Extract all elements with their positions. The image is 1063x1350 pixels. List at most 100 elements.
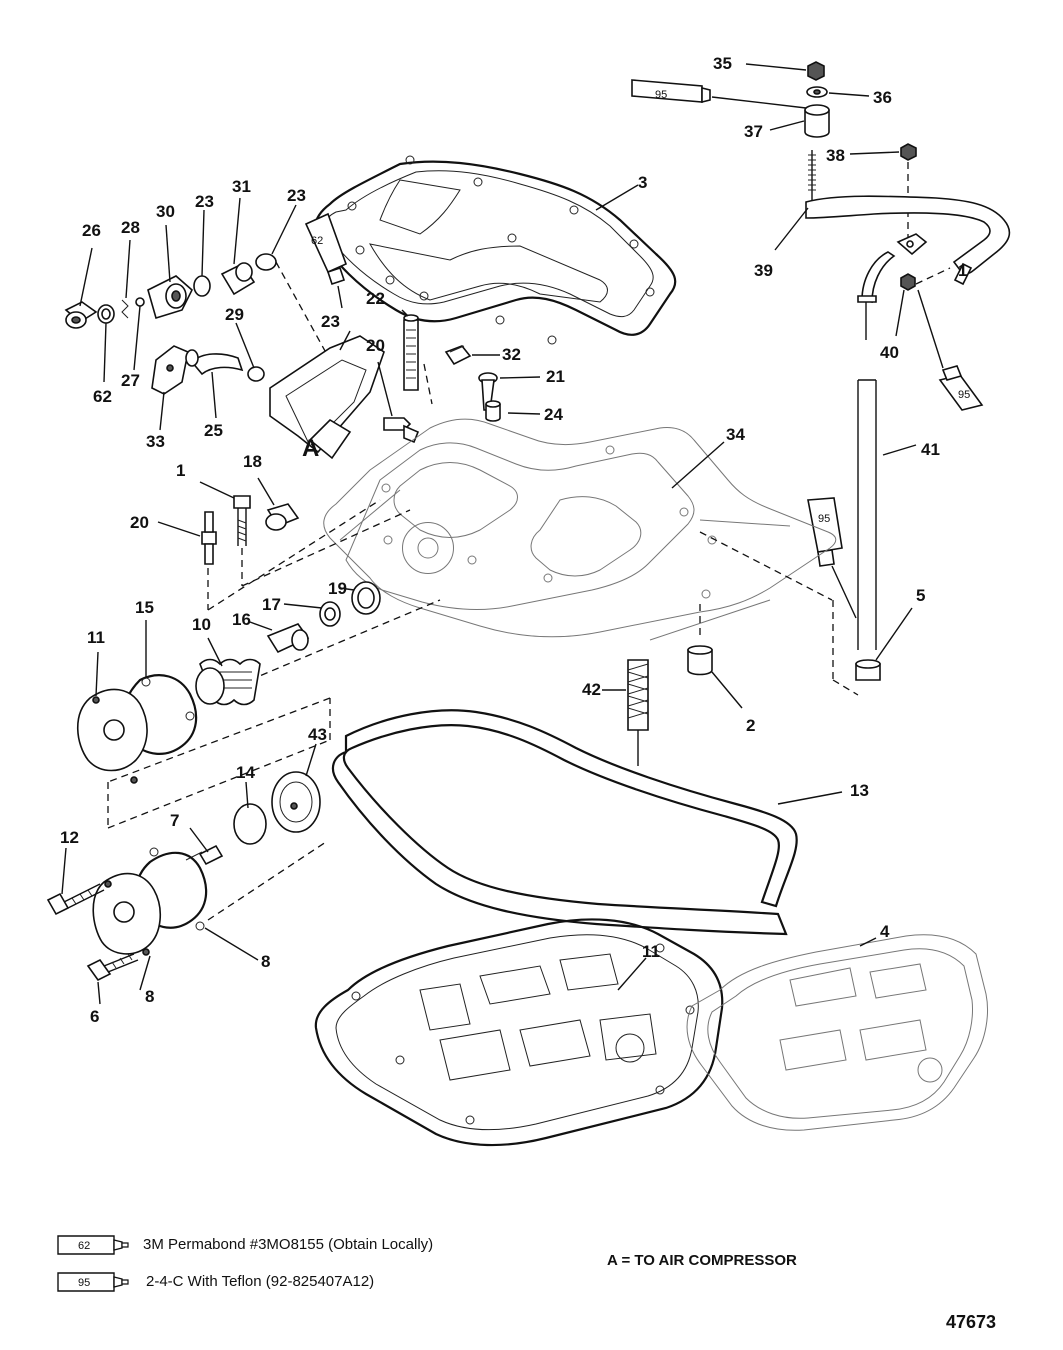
part-3-gasket [314,155,677,345]
callout-37: 37 [744,122,763,141]
callout-40: 40 [880,343,899,362]
tube-label: 62 [311,235,323,247]
callout-26: 26 [82,221,101,240]
legend-tube-95: 95 [57,1272,129,1292]
part-8-bolt-a [46,847,105,916]
callout-23-a: 23 [195,192,214,211]
part-14-diaphragm [271,743,321,833]
marker-A: A [302,435,319,462]
callout-29: 27 [121,371,140,390]
callout-33: 21 [546,367,565,386]
part-5-spring [195,637,261,706]
callout-27: 62 [93,387,112,406]
legend-tube-62: 62 [57,1235,129,1255]
part-23-clamp-a [193,209,211,297]
callout-21: 20 [366,336,385,355]
part-15-valve [249,621,310,654]
callout-24: 25 [204,421,223,440]
callout-20-a: 32 [502,345,521,364]
callout-35: 35 [713,54,732,73]
callout-38: 38 [826,146,845,165]
callout-20-b: 18 [243,452,262,471]
callout-4: 11 [642,942,660,961]
part-19-fitting [157,511,217,565]
legend-62-text: 3M Permabond #3MO8155 (Obtain Locally) [143,1236,434,1253]
part-23-clamp-c [235,322,265,382]
part-24-hose [185,349,244,419]
part-17-seal [339,581,381,615]
callout-18: 1 [176,461,185,480]
callout-22: 23 [321,312,340,331]
part-4-gasket [314,918,724,1147]
callout-7: 13 [850,781,869,800]
callout-8-b: 6 [90,1007,99,1026]
dashed-group-box [107,697,331,829]
callout-36: 36 [873,88,892,107]
part-41-shift-rod [857,251,917,650]
callout-1: 34 [726,425,745,444]
callout-1-top: 1 [958,261,967,280]
tube-label: 95 [818,513,830,525]
callout-34: 24 [544,405,563,424]
part-20-plug-a [444,345,500,366]
callout-23-b: 23 [287,186,306,205]
part-23-clamp-b [255,204,331,361]
legend-tube-label: 95 [78,1277,90,1289]
callout-11-b: 8 [261,952,270,971]
callout-5: 10 [192,615,211,634]
callout-11-a: 15 [135,598,154,617]
callout-19: 20 [130,513,149,532]
part-29-oring [133,297,145,371]
tube-95-lower: 95 [807,497,857,619]
part-39-fuel-rod-bracket [774,150,1011,286]
callout-8-a: 12 [60,828,79,847]
callout-41: 41 [921,440,940,459]
part-36-washer [806,86,870,98]
part-32-filter [401,309,419,391]
callout-2: 42 [582,680,601,699]
part-26-fitting [64,247,98,329]
part-43-grommet [687,645,743,709]
part-40-nut [895,267,951,337]
callout-42: 5 [916,586,925,605]
part-35-nut [745,61,825,81]
part-20-plug-b [257,477,300,531]
part-16-seal [283,601,341,627]
part-8-bolt-b [86,953,139,1005]
callout-31: 31 [232,177,251,196]
callout-13: 14 [236,763,255,782]
tube-95-right: 95 [917,289,984,411]
part-11-gasket-b [135,841,327,961]
part-25-bracket [151,345,189,431]
part-6-gasket [686,934,988,1131]
callout-39: 39 [754,261,773,280]
part-21-fitting [377,361,433,444]
callout-3: 3 [638,173,647,192]
callout-labels: 35 36 37 38 3 39 1 40 41 26 28 30 23 31 … [60,54,967,1026]
part-34-bushing [485,400,541,422]
part-22-air-intake [269,330,385,460]
callout-28: 28 [121,218,140,237]
callout-6: 4 [880,922,890,941]
part-10-cover [77,651,148,784]
tube-62: 62 [304,212,348,309]
callout-16: 17 [262,595,281,614]
tube-95-top: 95 [631,79,807,109]
part-12-screw [185,827,224,866]
tube-label: 95 [958,389,970,401]
part-9-cover [92,872,162,991]
part-18-bolt [199,481,251,546]
part-38-nut [849,143,917,240]
callout-9: 8 [145,987,154,1006]
callout-10: 11 [87,628,105,647]
callout-15: 16 [232,610,251,629]
callout-23-c: 29 [225,305,244,324]
part-1-adaptor-plate [323,418,837,641]
callout-14: 43 [308,725,327,744]
dashed-leaders-left [207,499,441,681]
callout-25: 33 [146,432,165,451]
air-compressor-note: A = TO AIR COMPRESSOR [607,1252,797,1269]
tube-label: 95 [655,89,667,101]
part-27-washer [97,304,115,383]
